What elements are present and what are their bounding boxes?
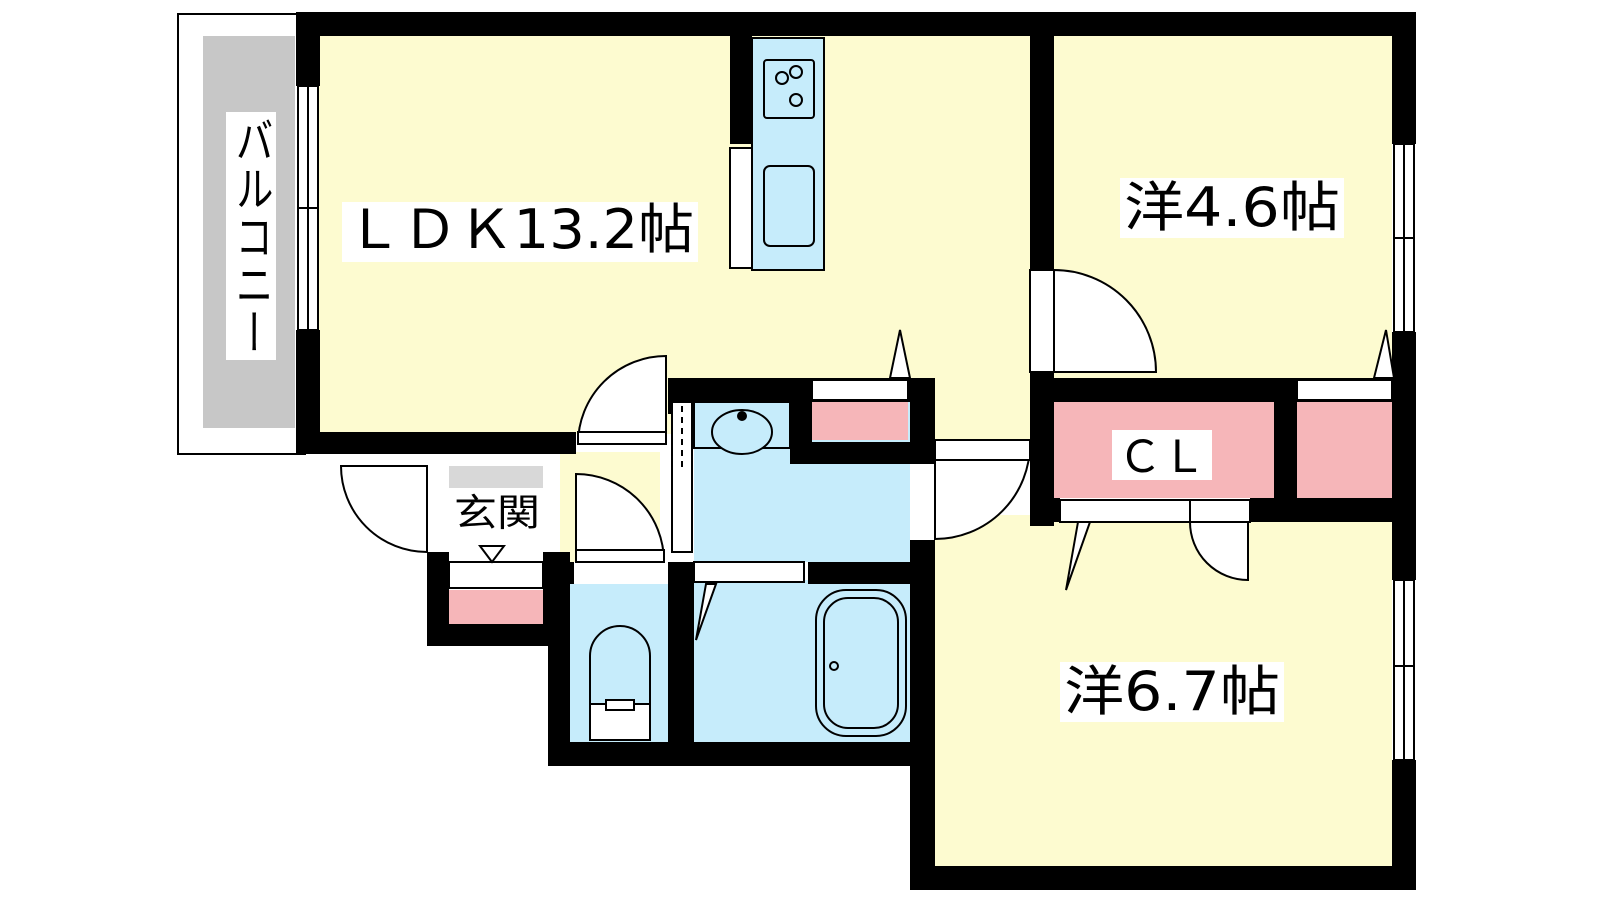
room-small-label: 洋4.6帖 xyxy=(1124,176,1340,239)
doors xyxy=(339,268,1396,641)
wall-bottom xyxy=(912,866,1416,890)
wall-closet-mid xyxy=(1274,378,1297,504)
wall-right-mid xyxy=(1392,332,1416,580)
entrance-step xyxy=(449,466,543,488)
stove xyxy=(763,59,815,119)
wash-basin xyxy=(711,409,773,455)
closet-label: ＣＬ xyxy=(1118,432,1206,483)
wall-wet-right-lower xyxy=(910,540,935,890)
door-entrance xyxy=(339,465,428,554)
wall-kitchen-stub xyxy=(730,36,752,144)
wall-ldk-room-divider-top xyxy=(1030,12,1054,274)
wall-closet-bottom-right xyxy=(1250,498,1405,522)
wall-ldk-storage-bottom xyxy=(790,442,935,464)
storage-ldk xyxy=(812,400,908,440)
balcony-label: バルコニー xyxy=(229,116,273,356)
wall-left-top xyxy=(296,12,320,86)
windows xyxy=(297,85,1415,761)
entrance-label: 玄関 xyxy=(454,491,540,535)
wall-bath-divider xyxy=(808,562,910,584)
wall-entrance-bottom xyxy=(427,624,567,646)
wall-wet-bottom xyxy=(548,742,910,766)
fixtures xyxy=(589,59,907,741)
wall-right-top xyxy=(1392,12,1416,144)
storage-small xyxy=(1297,402,1392,498)
wall-entrance-left xyxy=(427,552,449,646)
wall-wet-right xyxy=(910,378,935,444)
labels: ＬＤＫ13.2帖 洋4.6帖 洋6.7帖 ＣＬ 玄関 バルコニー xyxy=(226,112,1344,723)
kitchen-sink xyxy=(763,165,815,247)
door-closet-right xyxy=(1188,521,1249,582)
wall-top xyxy=(296,12,1392,36)
floor-fills xyxy=(177,13,1392,867)
door-room-small xyxy=(1053,268,1158,373)
wall-closet-bottom-left xyxy=(1030,498,1060,522)
ldk-label: ＬＤＫ13.2帖 xyxy=(346,198,694,261)
wall-ldk-bottom xyxy=(296,432,576,454)
toilet-bowl xyxy=(589,625,651,705)
room-large-label: 洋6.7帖 xyxy=(1064,660,1280,723)
kitchen-counter-edge xyxy=(729,147,753,269)
wall-toilet-bath xyxy=(668,562,694,746)
storage-entrance xyxy=(449,590,543,624)
